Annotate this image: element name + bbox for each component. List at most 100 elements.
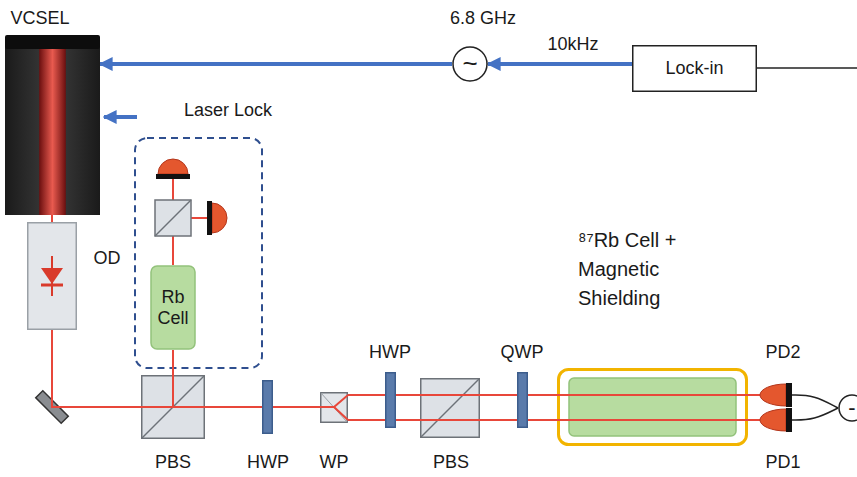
component-label: PBS: [155, 452, 191, 473]
laser-lock-arrow: [104, 115, 137, 119]
laser-beam: [51, 215, 53, 222]
cube-body: [142, 376, 205, 439]
photodiode-symbol: [760, 384, 786, 406]
rb87-vapor-cell: ⁸⁷Rb Cell + Magnetic Shielding: [557, 368, 748, 446]
polarizing-beam-splitter: PBS: [420, 378, 480, 438]
laser-cavity: [39, 49, 66, 215]
component-label: Rb Cell: [150, 265, 196, 350]
node-shape: [760, 409, 792, 431]
prism-body: [321, 393, 348, 423]
node-shape: [557, 368, 748, 446]
component-label: QWP: [501, 342, 544, 363]
component-label: PD1: [765, 452, 800, 473]
diode-symbol: [41, 268, 63, 284]
control-arrow: [488, 62, 632, 66]
component-label: VCSEL: [10, 8, 69, 29]
laser-beam: [52, 330, 141, 407]
laser-beam: [557, 394, 748, 396]
photodiode-symbol: [760, 409, 786, 431]
edge-label: 10kHz: [545, 34, 600, 55]
laser-beam: [420, 419, 480, 421]
laser-beam: [191, 217, 207, 219]
rf-oscillator: ~: [452, 46, 488, 82]
cube-diagonal: [142, 376, 205, 439]
node-shape: [27, 222, 77, 330]
node-shape: [262, 380, 273, 434]
signal-wire: [792, 408, 838, 420]
laser-beam: [348, 395, 385, 420]
wave-plate: [386, 373, 396, 428]
reference-rb-cell: Rb Cell: [150, 265, 196, 350]
laser-beam: [748, 419, 760, 421]
laser-beam: [141, 406, 173, 408]
photodiode-base: [207, 201, 212, 235]
photodiode: PD1: [760, 409, 792, 431]
isolator-body: [28, 223, 77, 330]
wollaston-prism: WP: [320, 392, 348, 423]
laser-beam: [396, 395, 420, 420]
photodiode-base: [786, 408, 792, 432]
photodiode-base: [786, 383, 792, 407]
laser-beam: [557, 419, 748, 421]
component-label: Lock-in: [632, 45, 757, 92]
optical-isolator: OD: [27, 222, 77, 330]
node-shape: [517, 372, 528, 428]
component-label: PBS: [433, 452, 469, 473]
lock-in-amplifier: Lock-in: [632, 45, 757, 92]
node-shape: [385, 372, 396, 428]
laser-beam: [320, 406, 334, 408]
component-label: HWP: [247, 452, 289, 473]
control-arrow: [100, 62, 452, 66]
beam-splitter-diagonal: [155, 200, 191, 236]
node-shape: [141, 375, 205, 439]
laser-beam: [420, 394, 480, 396]
laser-beam: [748, 394, 760, 396]
component-label: ~: [452, 46, 488, 82]
laser-beam: [480, 395, 517, 420]
node-shape: [760, 384, 792, 406]
laser-beam: [172, 350, 174, 375]
wave-plate: [263, 381, 273, 434]
laser-beam: [205, 406, 262, 408]
laser-beam: [172, 375, 174, 407]
component-label: ⁸⁷Rb Cell + Magnetic Shielding: [578, 226, 718, 313]
photodiode: PD2: [760, 384, 792, 406]
circle-outline: [453, 47, 487, 81]
output-wire: [757, 67, 857, 69]
quarter-wave-plate: QWP: [517, 372, 528, 428]
half-wave-plate: HWP: [262, 380, 273, 434]
prism-diagonal: [321, 393, 348, 423]
component-label: PD2: [765, 342, 800, 363]
laser-cap: [5, 35, 100, 49]
vapor-cell: [569, 378, 736, 436]
laser-beam: [334, 395, 348, 407]
laser-beam: [173, 406, 205, 408]
subtractor: -: [838, 394, 857, 422]
beam-splitter-cube: [155, 200, 191, 236]
laser-beam: [334, 407, 348, 420]
component-label: WP: [320, 452, 349, 473]
node-shape: [320, 392, 348, 423]
vapor-cell: [151, 266, 195, 349]
component-label: HWP: [369, 342, 411, 363]
cube-diagonal: [421, 379, 480, 438]
node-shape: [420, 378, 480, 438]
signal-wire: [792, 395, 838, 408]
box-outline: [633, 46, 757, 92]
laser-body: [5, 43, 100, 215]
photodiode-symbol: [158, 159, 188, 174]
component-label: OD: [94, 248, 121, 269]
circle-outline: [839, 395, 857, 421]
component-label: -: [838, 394, 857, 422]
polarizing-beam-splitter: PBS: [141, 375, 205, 439]
laser-beam: [172, 236, 174, 265]
laser-lock-enclosure: [135, 138, 262, 368]
laser-beam: [273, 406, 320, 408]
wave-plate: [518, 373, 528, 428]
photodiode-base: [156, 174, 190, 179]
cube-body: [421, 379, 480, 438]
vcsel-laser: VCSEL: [5, 35, 100, 215]
annotation-label: 6.8 GHz: [450, 8, 516, 29]
